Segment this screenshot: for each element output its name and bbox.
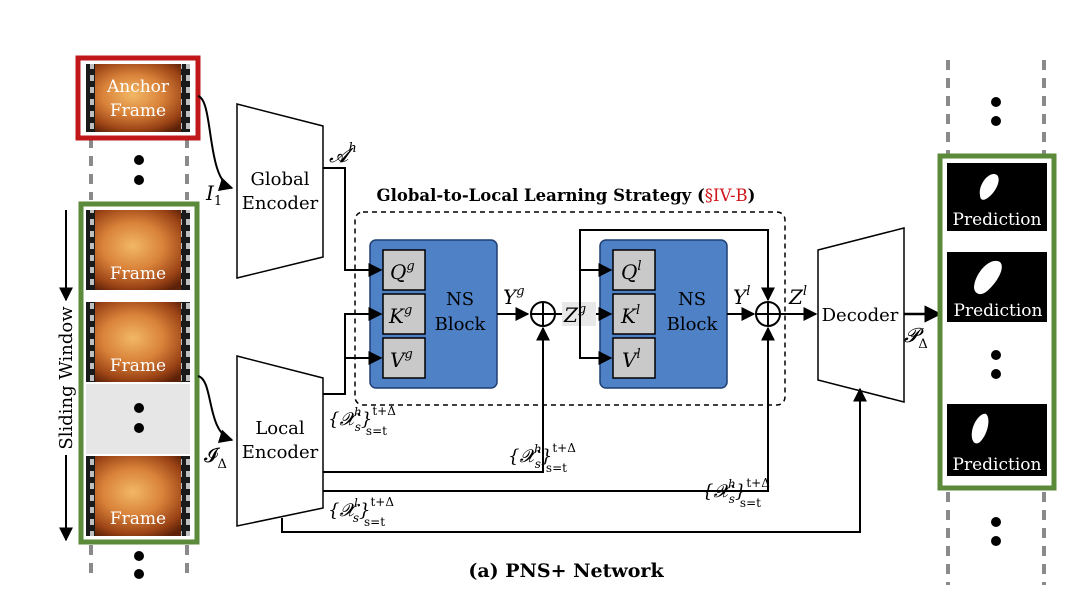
z-local-symbol: Zl [788,284,807,309]
decoder-label: Decoder [822,305,899,326]
k-local-label: Kl [620,303,640,328]
window-to-local-arrow [197,375,234,443]
polyp-mask [979,173,999,200]
anchor-feature-symbol: 𝓐h [329,141,357,167]
prediction-3: Prediction [947,404,1047,476]
window-frame-3: Frame [86,456,190,536]
q-global-label: Qg [390,259,415,284]
local-residual-to-plus1 [323,326,550,473]
local-encoder: Local Encoder [236,355,324,527]
ellipsis-dot [134,403,144,413]
global-encoder-label-1: Global [251,169,310,190]
sliding-window-label: Sliding Window [56,306,77,450]
anchor-frame-label-2: Frame [110,101,166,121]
v-global-label: Vg [390,347,413,372]
ellipsis-dot [991,350,1001,360]
polyp-mask [971,413,989,444]
prediction-label: Prediction [953,455,1042,475]
q-local-label: Ql [621,259,642,284]
ellipsis-dot [134,155,144,165]
anchor-frame: Anchor Frame [75,55,201,141]
ns-block-label-1: NS [446,289,474,310]
ellipsis-dot [134,551,144,561]
anchor-to-global-arrow [197,95,234,191]
k-global-label: Kg [388,303,412,328]
ellipsis-dot [991,536,1001,546]
low-level-to-decoder [281,387,867,533]
frame-label: Frame [110,356,166,376]
prediction-1: Prediction [947,163,1047,231]
global-to-q-arrow [323,167,383,277]
window-frame-1: Frame [86,210,190,290]
k-local-box [612,293,656,335]
local-to-kv-line [323,307,383,395]
prediction-2: Prediction [947,252,1047,322]
ns-block-local: NS Block Ql Kl Vl [599,239,728,389]
ns-block-global: NS Block Qg Kg Vg [369,239,498,389]
ns-block-label-1: NS [678,289,706,310]
v-local-label: Vl [622,347,641,372]
strategy-title: Global-to-Local Learning Strategy (§IV-B… [377,186,756,205]
ns-block-label-2: Block [667,314,719,335]
local-encoder-label-1: Local [255,418,305,439]
prediction-label: Prediction [954,301,1043,321]
v-local-box [612,337,656,379]
ellipsis-dot [991,97,1001,107]
window-frame-2: Frame [86,302,190,382]
q-global-box [382,249,426,291]
global-encoder-label-2: Encoder [242,193,319,214]
local-residual-to-plus2 [323,326,775,492]
prediction-symbol: 𝓟Δ [904,323,928,352]
input-anchor-symbol: I1 [205,181,222,209]
prediction-label: Prediction [953,210,1042,230]
v-global-box [382,337,426,379]
y-local-symbol: Yl [733,284,750,309]
k-global-box [382,293,426,335]
figure-caption: (a) PNS+ Network [468,560,664,582]
decoder: Decoder [817,227,905,403]
ellipsis-dot [991,369,1001,379]
plus-node-1 [530,301,556,327]
anchor-frame-label-1: Anchor [106,77,170,97]
zg-skip-to-plus2 [579,229,775,302]
ellipsis-dot [134,569,144,579]
y-global-symbol: Yg [503,284,525,309]
zg-to-v-local [579,314,613,365]
ellipsis-dot [991,517,1001,527]
q-local-box [612,249,656,291]
frame-label: Frame [110,264,166,284]
z-global-symbol: Zg [563,302,586,327]
ellipsis-dot [134,175,144,185]
strategy-ref: §IV-B [705,186,748,205]
local-encoder-label-2: Encoder [242,442,319,463]
strategy-box [354,211,786,406]
global-encoder: Global Encoder [236,103,324,279]
frame-label: Frame [110,509,166,529]
ns-block-label-2: Block [435,314,487,335]
ellipsis-dot [134,423,144,433]
ellipsis-dot [991,116,1001,126]
plus-node-2 [755,301,781,327]
polyp-mask [974,260,1002,295]
input-window-symbol: 𝓘Δ [204,443,227,472]
